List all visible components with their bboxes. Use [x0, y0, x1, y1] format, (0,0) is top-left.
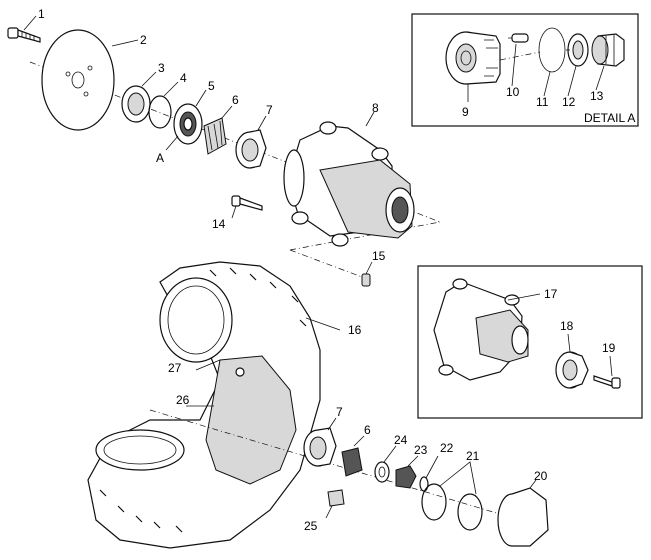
part-6-cone-lower: 6 [341, 423, 371, 477]
part-26-rim: 26 [176, 355, 297, 485]
part-7-race: 7 [235, 103, 273, 169]
part-12-ring [567, 33, 589, 67]
callout-7-top: 7 [266, 103, 273, 117]
centerline-bottom [149, 409, 521, 521]
callout-3: 3 [158, 61, 165, 75]
callout-24: 24 [394, 433, 408, 447]
part-14-bolt: 14 [212, 195, 263, 231]
detail-a-panel: 9 10 11 12 13 DETAIL A [411, 13, 639, 127]
detail-b-panel: 17 18 19 [417, 265, 643, 419]
callout-2: 2 [140, 33, 147, 47]
callout-13: 13 [590, 89, 604, 103]
callout-6-top: 6 [232, 93, 239, 107]
part-10-pin [508, 33, 529, 43]
callout-18: 18 [560, 319, 574, 333]
part-19-screw: 19 [593, 341, 621, 389]
callout-19: 19 [602, 341, 616, 355]
callout-17: 17 [544, 287, 558, 301]
part-6-cone: 6 [203, 93, 239, 155]
part-3-seal: 3 [121, 61, 165, 123]
callout-23: 23 [414, 443, 428, 457]
part-9-sleeve [445, 31, 501, 85]
part-24-washer: 24 [374, 433, 408, 483]
part-22-cotter: 22 [419, 441, 454, 492]
callout-4: 4 [180, 71, 187, 85]
part-2-disc: 2 [41, 29, 147, 131]
callout-16: 16 [348, 323, 362, 337]
callout-9: 9 [462, 105, 469, 119]
callout-a: A [156, 151, 164, 165]
part-20-cap: 20 [497, 469, 549, 547]
callout-5: 5 [208, 79, 215, 93]
callout-7-lower: 7 [336, 405, 343, 419]
part-15-stud: 15 [361, 249, 386, 287]
callout-11: 11 [536, 95, 549, 109]
part-8-hub: 8 [283, 101, 415, 247]
callout-6-lower: 6 [364, 423, 371, 437]
callout-27: 27 [168, 361, 182, 375]
callout-10: 10 [506, 85, 520, 99]
part-1-bolt: 1 [7, 7, 45, 43]
part-23-nut: 23 [395, 443, 428, 489]
callout-14: 14 [212, 217, 226, 231]
part-5-bearing: 5 A [156, 79, 215, 165]
callout-26: 26 [176, 393, 190, 407]
part-13-nut [591, 33, 625, 67]
detail-a-label: DETAIL A [584, 111, 635, 125]
callout-21: 21 [466, 449, 480, 463]
callout-22: 22 [440, 441, 454, 455]
part-17-hub: 17 [433, 278, 558, 381]
callout-1: 1 [38, 7, 45, 21]
part-18-cap: 18 [555, 319, 589, 389]
callout-25: 25 [304, 519, 318, 533]
callout-20: 20 [534, 469, 548, 483]
part-21-rings: 21 [421, 449, 483, 531]
part-7-race-lower: 7 [303, 405, 343, 467]
callout-12: 12 [562, 95, 576, 109]
part-4-ring: 4 [148, 71, 187, 129]
part-25-lug: 25 [304, 489, 345, 533]
callout-15: 15 [372, 249, 386, 263]
callout-8: 8 [372, 101, 379, 115]
part-11-washer [538, 27, 566, 73]
